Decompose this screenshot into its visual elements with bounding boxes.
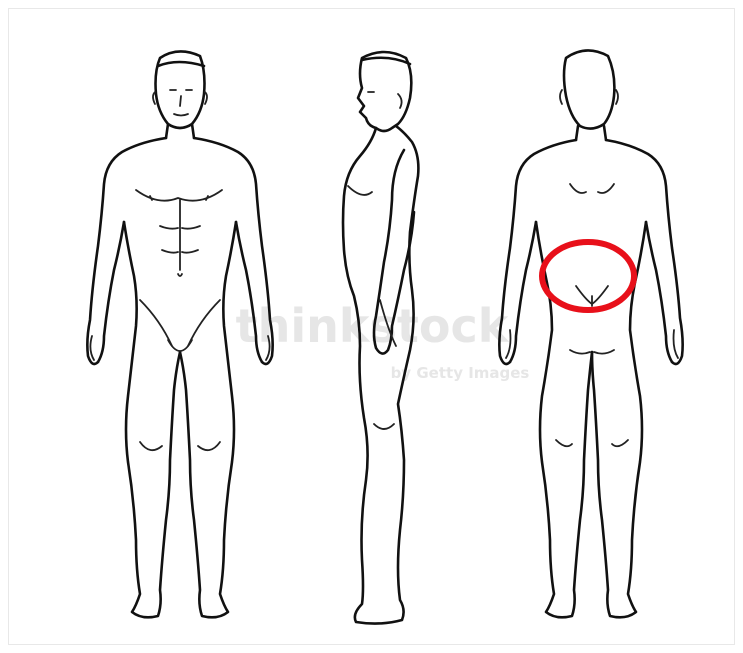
- watermark-text: thinkstock: [236, 299, 510, 353]
- back-view-figure: [499, 50, 682, 617]
- watermark-subtext: by Getty Images: [391, 364, 530, 382]
